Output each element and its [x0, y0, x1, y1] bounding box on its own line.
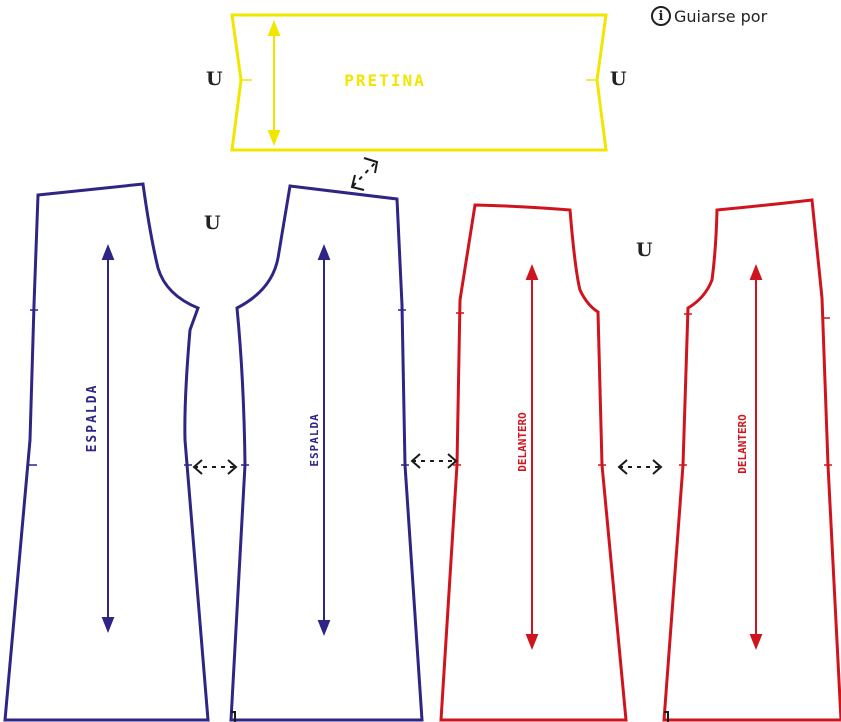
hint-text: Guiarse por	[674, 6, 768, 26]
info-circle-icon: i	[651, 6, 671, 26]
swap-arrows-icon[interactable]	[617, 459, 663, 475]
swap-arrows-icon[interactable]	[410, 453, 458, 469]
waistband-piece[interactable]: PRETINA	[230, 13, 608, 152]
fold-marker: U	[610, 68, 627, 90]
waistband-label: PRETINA	[344, 71, 425, 90]
fold-marker: U	[636, 239, 653, 261]
front-right-label: DELANTERO	[736, 414, 749, 474]
rotate-icon[interactable]	[350, 157, 379, 191]
back-left-piece[interactable]: ESPALDA	[3, 182, 210, 722]
bracket-mark	[664, 711, 669, 722]
fold-marker: U	[206, 68, 223, 90]
swap-arrows-icon[interactable]	[192, 459, 238, 475]
front-left-piece[interactable]: DELANTERO	[439, 203, 628, 722]
hint: i Guiarse por	[651, 2, 767, 30]
back-right-piece[interactable]: ESPALDA	[229, 184, 424, 722]
back-left-label: ESPALDA	[85, 384, 100, 453]
front-left-label: DELANTERO	[516, 412, 529, 472]
back-right-label: ESPALDA	[308, 413, 321, 466]
bracket-mark	[231, 711, 236, 722]
front-right-piece[interactable]: DELANTERO	[662, 198, 841, 722]
fold-marker: U	[204, 212, 221, 234]
